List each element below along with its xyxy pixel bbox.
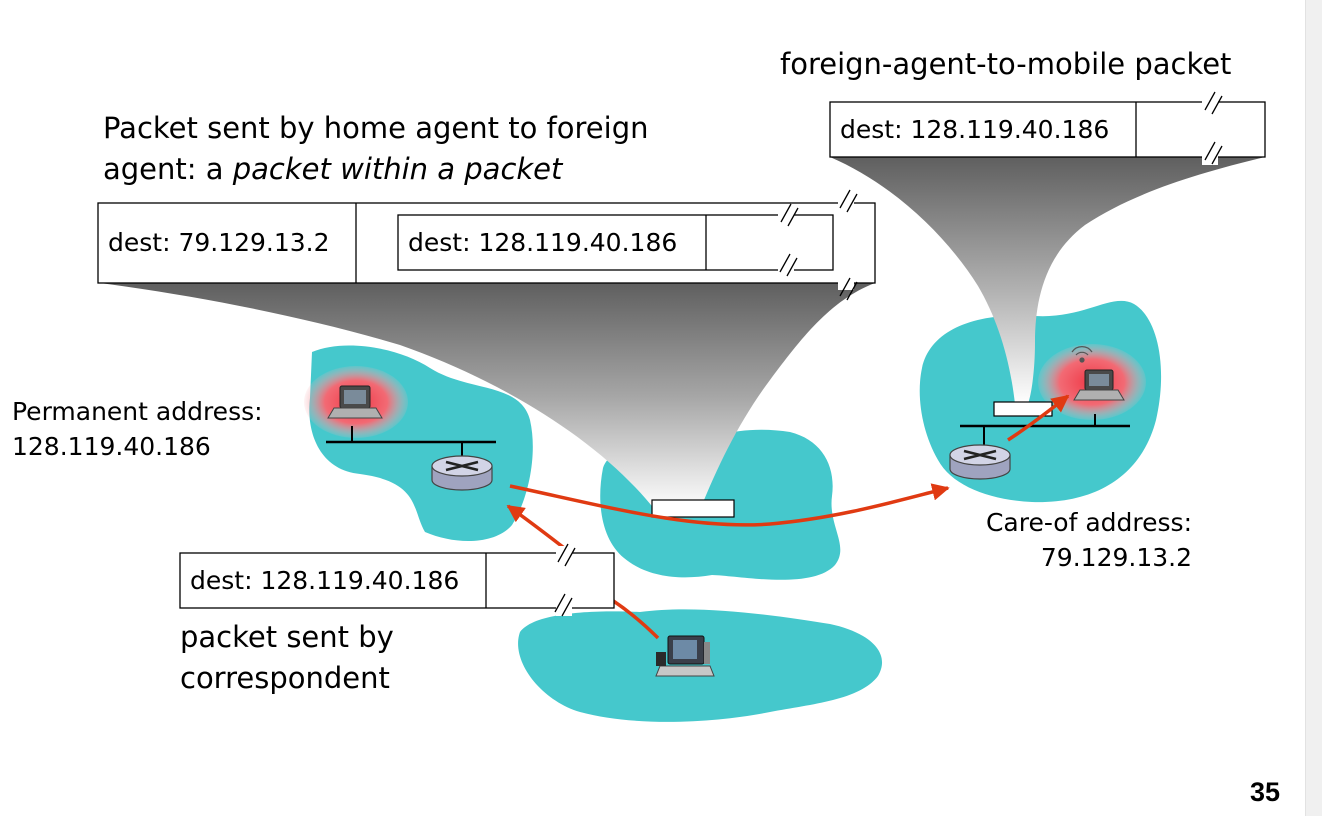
correspondent-caption: packet sent by correspondent	[180, 617, 394, 698]
foreign-agent-packet-funnel	[830, 157, 1265, 404]
foreign-to-mobile-dest: dest: 128.119.40.186	[840, 115, 1110, 144]
encapsulated-inner-dest: dest: 128.119.40.186	[408, 228, 678, 257]
foreign-agent-packet-title: foreign-agent-to-mobile packet	[780, 47, 1232, 81]
care-of-address-label: Care-of address: 79.129.13.2	[956, 505, 1192, 575]
correspondent-packet-arrow	[611, 598, 660, 640]
title-line2-prefix: agent: a	[103, 151, 233, 186]
antenna-icon	[1071, 346, 1093, 363]
permanent-address-label: Permanent address: 128.119.40.186	[12, 394, 263, 464]
laptop-icon	[327, 385, 383, 419]
correspondent-packet	[179, 543, 615, 617]
foreign-to-mobile-packet	[829, 91, 1266, 165]
home-agent-packet-title-line1: Packet sent by home agent to foreign	[103, 111, 649, 145]
desktop-computer-icon	[655, 635, 715, 677]
foreign-to-mobile-arrow	[1007, 394, 1070, 442]
router-icon	[949, 444, 1011, 480]
home-agent-packet-title-line2: agent: a packet within a packet	[103, 149, 648, 190]
packet-in-transit	[651, 499, 735, 518]
care-of-address-value: 79.129.13.2	[1040, 543, 1192, 572]
correspondent-caption-line2: correspondent	[180, 660, 390, 695]
tunnel-arrow	[509, 483, 950, 527]
router-icon	[431, 455, 493, 491]
scrollbar[interactable]	[1305, 0, 1322, 816]
correspondent-dest: dest: 128.119.40.186	[190, 566, 460, 595]
permanent-address-caption: Permanent address:	[12, 397, 263, 426]
encapsulated-outer-dest: dest: 79.129.13.2	[108, 228, 330, 257]
home-agent-packet-funnel	[100, 283, 875, 510]
home-agent-packet-title: Packet sent by home agent to foreign age…	[103, 108, 648, 189]
page-number: 35	[1249, 777, 1280, 807]
encapsulated-packet	[97, 189, 876, 301]
care-of-address-caption: Care-of address:	[985, 508, 1192, 537]
laptop-icon	[1073, 369, 1125, 401]
title-line2-italic: packet within a packet	[232, 151, 563, 186]
permanent-address-value: 128.119.40.186	[12, 432, 211, 461]
correspondent-caption-line1: packet sent by	[180, 620, 394, 654]
